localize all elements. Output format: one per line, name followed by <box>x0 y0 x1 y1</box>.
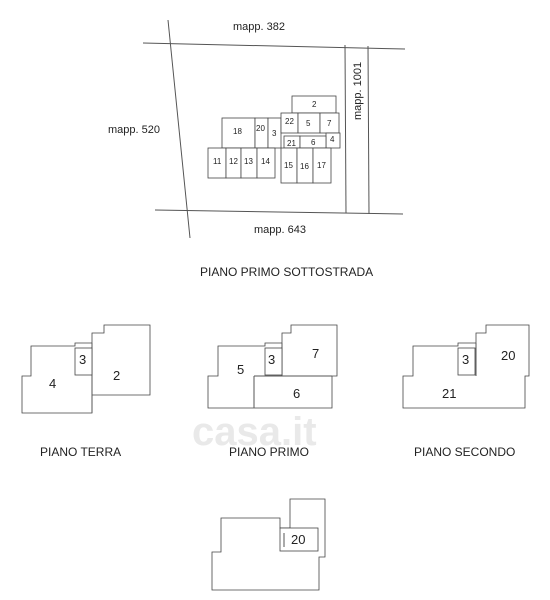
unit-cell-17 <box>312 147 332 184</box>
plan-bottom-unit-cell <box>279 527 319 552</box>
heading-piano-primo: PIANO PRIMO <box>229 445 309 459</box>
unit-label-18: 18 <box>233 127 242 136</box>
unit-label-22: 22 <box>285 117 294 126</box>
plan-bottom: 20 <box>211 498 326 591</box>
unit-label-6: 6 <box>311 138 316 147</box>
watermark-text: casa.it <box>192 410 317 454</box>
unit-label-13: 13 <box>244 157 253 166</box>
plan-primo-unit-5: 5 <box>237 362 244 377</box>
unit-label-7: 7 <box>327 119 332 128</box>
unit-cell-14 <box>256 147 276 179</box>
plan-primo-unit-3: 3 <box>268 352 275 367</box>
site-boundary-left <box>167 19 191 239</box>
plan-secondo-unit-21: 21 <box>442 386 456 401</box>
unit-cell-20 <box>254 117 269 149</box>
plan-secondo-unit-3: 3 <box>462 352 469 367</box>
unit-label-15: 15 <box>284 161 293 170</box>
unit-label-4: 4 <box>330 135 335 144</box>
plan-secondo-unit-20: 20 <box>501 348 515 363</box>
unit-label-5: 5 <box>306 119 311 128</box>
unit-label-20: 20 <box>256 124 265 133</box>
plan-piano-terra: 3 4 2 <box>21 324 151 414</box>
plan-terra-stair <box>74 347 93 376</box>
heading-piano-secondo: PIANO SECONDO <box>414 445 515 459</box>
unit-label-3: 3 <box>272 129 277 138</box>
unit-label-16: 16 <box>300 162 309 171</box>
site-boundary-right-inner <box>344 44 347 214</box>
plan-primo-stair <box>264 347 283 376</box>
plan-piano-primo: 3 5 7 6 <box>207 324 338 409</box>
unit-label-12: 12 <box>229 157 238 166</box>
site-boundary-top <box>142 42 406 50</box>
plan-piano-secondo: 3 20 21 <box>402 324 530 409</box>
heading-piano-primo-sottostrada: PIANO PRIMO SOTTOSTRADA <box>200 265 373 279</box>
plan-terra-unit-2: 2 <box>113 368 120 383</box>
unit-label-17: 17 <box>317 161 326 170</box>
unit-label-14: 14 <box>261 157 270 166</box>
site-boundary-bottom <box>154 209 404 215</box>
mapp-left-label: mapp. 520 <box>108 124 160 136</box>
unit-label-21: 21 <box>287 139 296 148</box>
site-boundary-right-outer <box>367 45 370 215</box>
unit-label-2: 2 <box>312 100 317 109</box>
mapp-bottom-label: mapp. 643 <box>254 224 306 236</box>
plan-terra-unit-3: 3 <box>79 352 86 367</box>
plan-secondo-stair <box>457 347 476 376</box>
heading-piano-terra: PIANO TERRA <box>40 445 121 459</box>
mapp-top-label: mapp. 382 <box>233 21 285 33</box>
plan-bottom-unit-20: 20 <box>291 532 305 547</box>
plan-primo-unit-7: 7 <box>312 346 319 361</box>
plan-primo-unit-6: 6 <box>293 386 300 401</box>
unit-label-11: 11 <box>213 157 222 166</box>
site-plan: 2 22 5 7 18 20 3 21 6 4 11 12 13 14 15 1… <box>108 19 406 239</box>
plan-terra-unit-4: 4 <box>49 376 56 391</box>
mapp-right-label: mapp. 1001 <box>352 62 364 120</box>
